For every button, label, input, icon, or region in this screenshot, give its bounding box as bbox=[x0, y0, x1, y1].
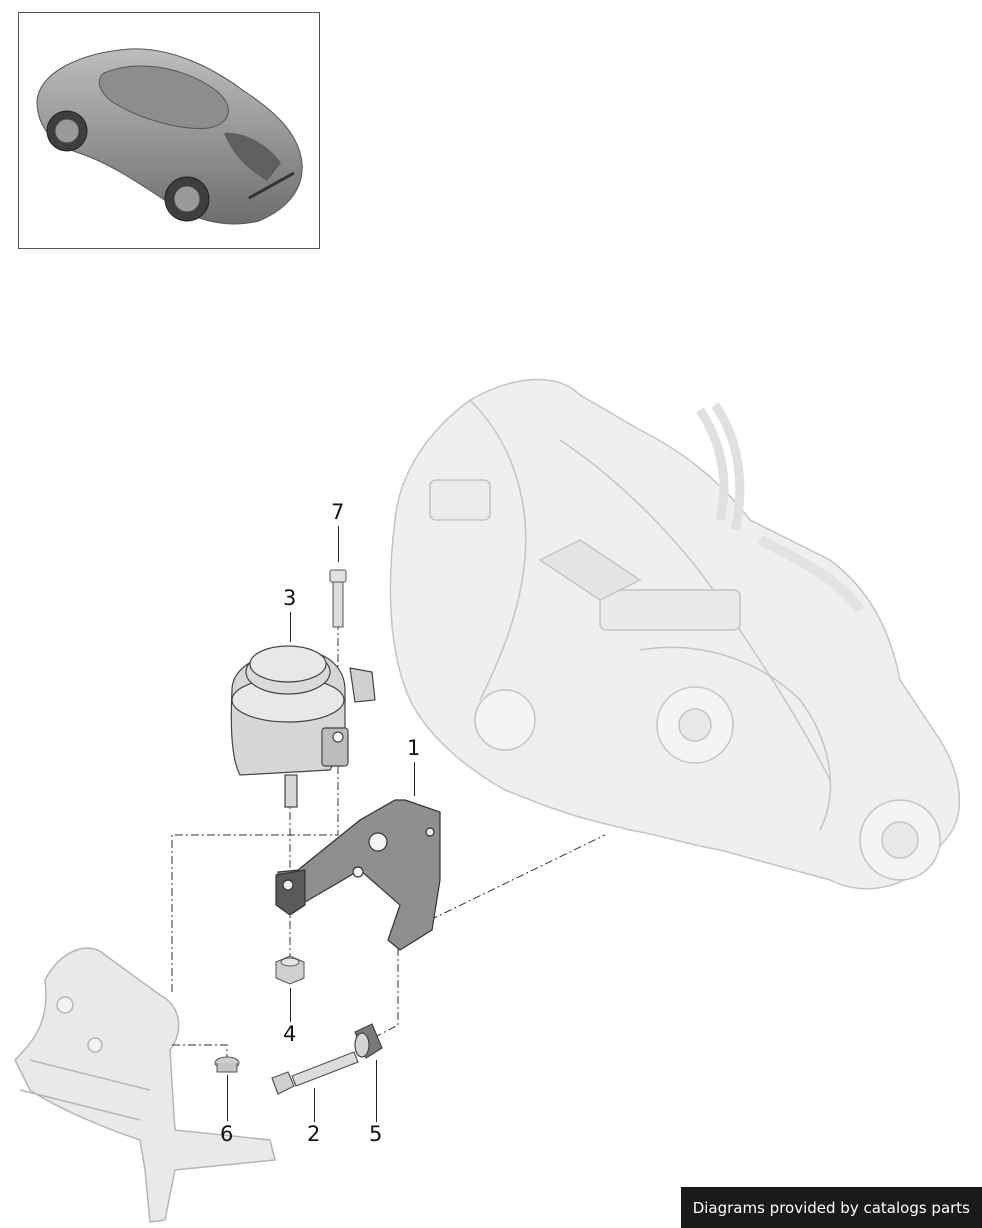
part-6-nut bbox=[214, 1056, 240, 1073]
callout-2: 2 bbox=[307, 1122, 321, 1146]
subframe-bracket bbox=[14, 947, 276, 1223]
callout-1: 1 bbox=[407, 736, 421, 760]
leader-line-4 bbox=[290, 988, 291, 1022]
part-2-bolt bbox=[271, 1051, 359, 1095]
leader-line-2 bbox=[314, 1088, 315, 1122]
part-3-mount bbox=[230, 645, 376, 808]
part-7-bolt bbox=[329, 569, 347, 628]
leader-line-7 bbox=[338, 526, 339, 562]
leader-line-3 bbox=[290, 612, 291, 642]
leader-line-6 bbox=[227, 1075, 228, 1121]
part-4-nut bbox=[275, 955, 305, 985]
callout-7: 7 bbox=[331, 500, 345, 524]
transmission-housing bbox=[389, 378, 961, 890]
callout-3: 3 bbox=[283, 586, 297, 610]
leader-line-1 bbox=[414, 762, 415, 796]
callout-6: 6 bbox=[220, 1122, 234, 1146]
part-5-bushing bbox=[354, 1023, 383, 1059]
callout-5: 5 bbox=[369, 1122, 383, 1146]
diagram-credit-banner: Diagrams provided by catalogs parts bbox=[680, 1187, 982, 1228]
part-1-bracket bbox=[275, 799, 441, 951]
vehicle-thumbnail bbox=[18, 12, 320, 249]
callout-4: 4 bbox=[283, 1022, 297, 1046]
car-illustration bbox=[36, 48, 303, 225]
leader-line-5 bbox=[376, 1060, 377, 1122]
